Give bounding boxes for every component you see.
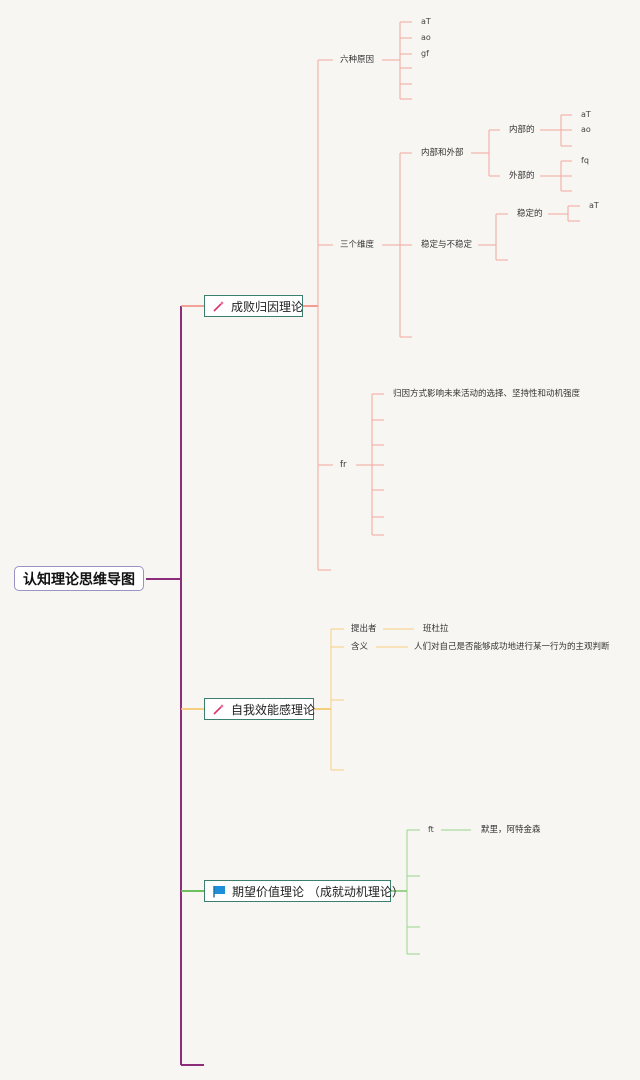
magic-wand-icon	[213, 300, 225, 312]
node-fr[interactable]: fr	[340, 460, 347, 470]
node-ft-value[interactable]: 默里，阿特金森	[481, 825, 541, 835]
branch-self-efficacy-theory[interactable]: 自我效能感理论	[204, 698, 316, 720]
root-node[interactable]: 认知理论思维导图	[14, 566, 144, 591]
branch-title: 自我效能感理论	[231, 702, 316, 717]
node-ft[interactable]: ft	[428, 825, 434, 834]
node-proposer-label[interactable]: 提出者	[351, 624, 377, 634]
leaf-item[interactable]: aT	[581, 110, 591, 119]
branch-expectancy-value-theory[interactable]: 期望价值理论 （成就动机理论）	[204, 880, 404, 902]
node-stability[interactable]: 稳定与不稳定	[421, 240, 473, 250]
node-six-reasons[interactable]: 六种原因	[340, 55, 375, 65]
branch-title: 成败归因理论	[231, 299, 304, 314]
leaf-item[interactable]: gf	[421, 49, 429, 58]
leaf-item[interactable]: fq	[581, 156, 589, 165]
node-proposer-value[interactable]: 班杜拉	[423, 624, 449, 634]
leaf-item[interactable]: ao	[421, 33, 431, 42]
node-meaning-value[interactable]: 人们对自己是否能够成功地进行某一行为的主观判断	[414, 642, 610, 652]
node-stable[interactable]: 稳定的	[517, 209, 543, 219]
branch-attribution-theory[interactable]: 成败归因理论	[204, 295, 303, 317]
leaf-item[interactable]: aT	[421, 17, 431, 26]
flag-icon	[213, 885, 226, 898]
node-three-dimensions[interactable]: 三个维度	[340, 240, 375, 250]
node-internal[interactable]: 内部的	[509, 125, 535, 135]
node-internal-external[interactable]: 内部和外部	[421, 148, 464, 158]
leaf-item[interactable]: ao	[581, 125, 591, 134]
branch-title: 期望价值理论 （成就动机理论）	[232, 884, 404, 899]
node-meaning-label[interactable]: 含义	[351, 642, 369, 652]
magic-wand-icon	[213, 703, 225, 715]
node-external[interactable]: 外部的	[509, 171, 535, 181]
node-fr-description[interactable]: 归因方式影响未来活动的选择、坚持性和动机强度	[393, 389, 581, 399]
leaf-item[interactable]: aT	[589, 201, 599, 210]
